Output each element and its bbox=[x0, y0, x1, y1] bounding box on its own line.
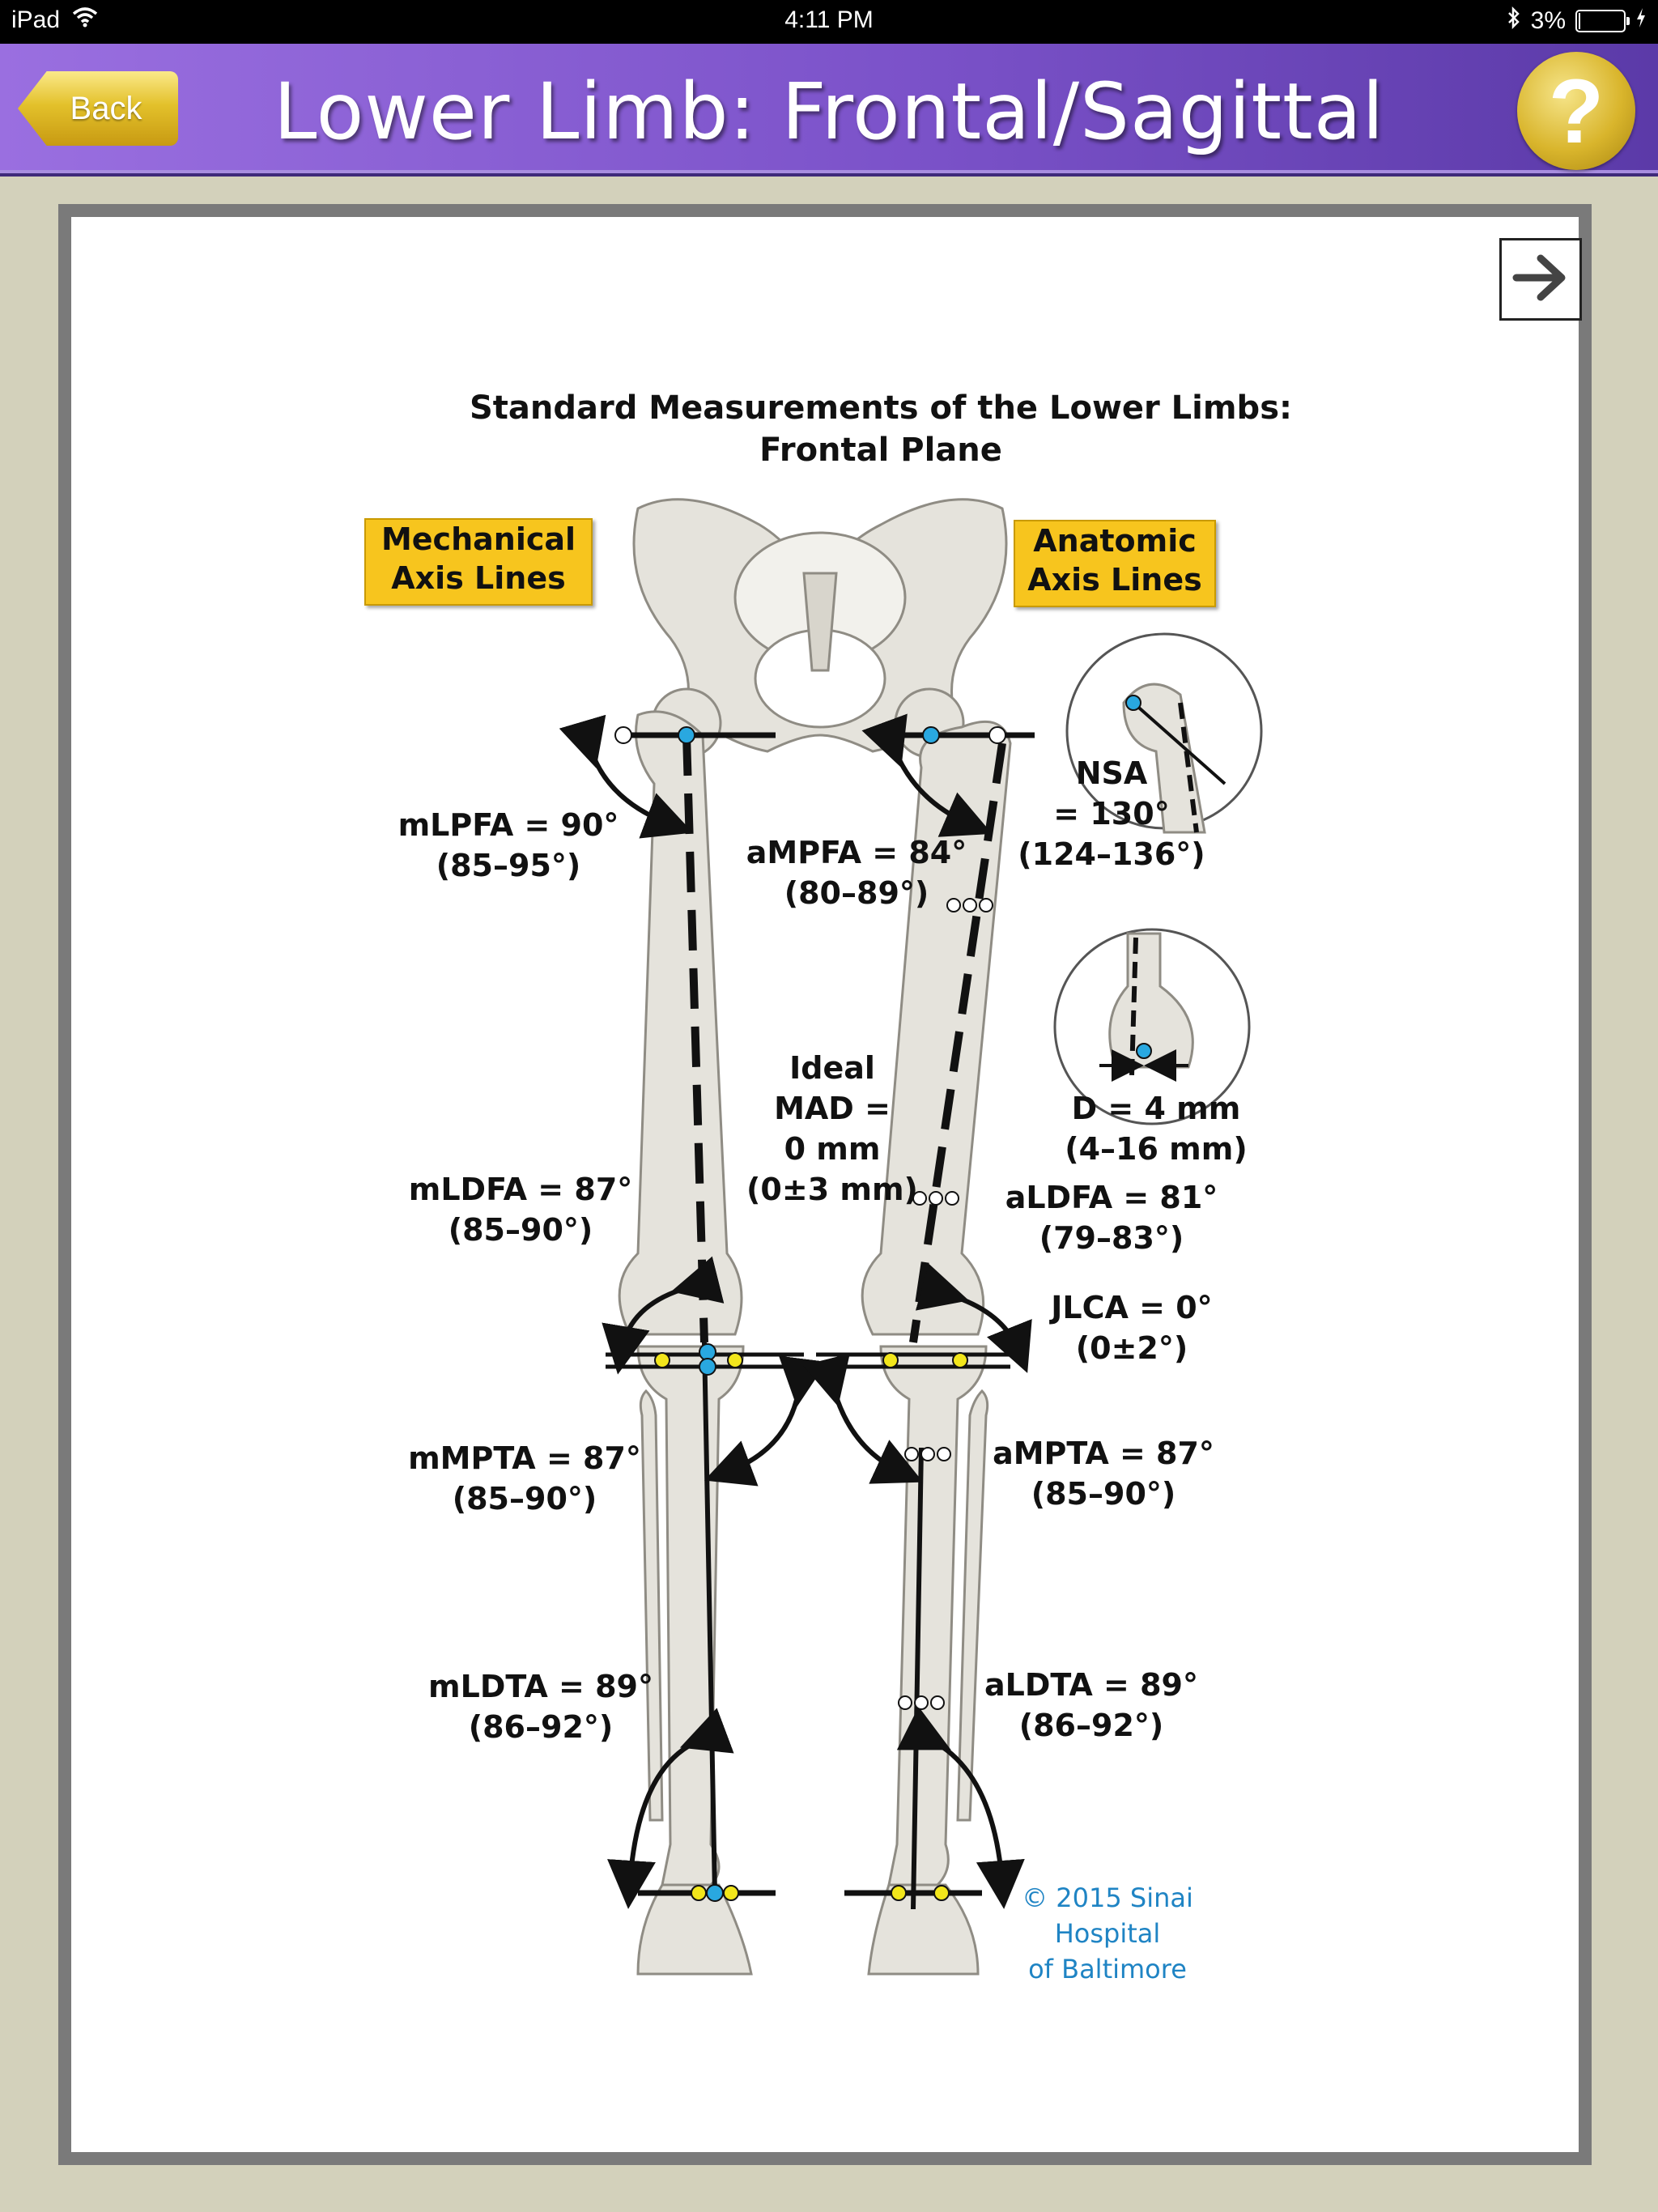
question-mark-icon: ? bbox=[1548, 60, 1605, 162]
status-right: 3% bbox=[1507, 6, 1647, 36]
charging-bolt-icon bbox=[1635, 7, 1647, 35]
status-time: 4:11 PM bbox=[784, 6, 874, 33]
wifi-icon bbox=[71, 6, 99, 34]
axis-points bbox=[614, 726, 1006, 1902]
battery-icon bbox=[1575, 10, 1630, 32]
anatomic-axis-label: Anatomic Axis Lines bbox=[1014, 520, 1216, 607]
status-bar: iPad 4:11 PM 3% bbox=[0, 0, 1658, 44]
lower-limb-diagram bbox=[559, 498, 1263, 1976]
arrow-right-icon bbox=[1511, 252, 1570, 307]
figure-panel: Standard Measurements of the Lower Limbs… bbox=[71, 217, 1582, 2152]
angle-arcs bbox=[559, 713, 1032, 1909]
figure-title: Standard Measurements of the Lower Limbs… bbox=[371, 387, 1391, 471]
nsa-inset bbox=[1065, 632, 1263, 834]
right-tibia-fibula bbox=[879, 1345, 989, 1887]
mad-annotation: Ideal MAD = 0 mm (0±3 mm) bbox=[746, 1050, 918, 1207]
mldta-annotation: mLDTA = 89° (86–92°) bbox=[428, 1669, 653, 1745]
help-button[interactable]: ? bbox=[1517, 52, 1635, 170]
back-button[interactable]: Back bbox=[18, 71, 178, 146]
d-offset-inset bbox=[1053, 928, 1251, 1125]
battery-percent: 3% bbox=[1530, 7, 1566, 34]
ampta-annotation: aMPTA = 87° (85–90°) bbox=[993, 1436, 1214, 1512]
left-tibia-fibula bbox=[636, 1345, 745, 1887]
pelvis-bone bbox=[632, 498, 1008, 753]
status-left: iPad bbox=[11, 6, 99, 34]
next-button[interactable] bbox=[1499, 238, 1582, 321]
page-title: Lower Limb: Frontal/Sagittal bbox=[273, 66, 1385, 157]
feet-bones bbox=[636, 1883, 980, 1976]
bluetooth-icon bbox=[1507, 6, 1521, 36]
d-annotation: D = 4 mm (4–16 mm) bbox=[1065, 1091, 1248, 1167]
nav-header: Back Lower Limb: Frontal/Sagittal ? bbox=[0, 44, 1658, 177]
figure-title-line2: Frontal Plane bbox=[759, 432, 1002, 469]
mmpta-annotation: mMPTA = 87° (85–90°) bbox=[408, 1440, 641, 1516]
ampfa-annotation: aMPFA = 84° (80–89°) bbox=[746, 835, 967, 911]
mechanical-axis-label: Mechanical Axis Lines bbox=[364, 518, 593, 606]
aldfa-annotation: aLDFA = 81° (79–83°) bbox=[1005, 1180, 1218, 1256]
copyright-text: © 2015 Sinai Hospital of Baltimore bbox=[1022, 1882, 1193, 1984]
content-frame: Standard Measurements of the Lower Limbs… bbox=[58, 204, 1592, 2165]
jlca-annotation: JLCA = 0° (0±2°) bbox=[1051, 1290, 1213, 1366]
device-name: iPad bbox=[11, 6, 61, 33]
mldfa-annotation: mLDFA = 87° (85–90°) bbox=[408, 1172, 633, 1248]
mlpfa-annotation: mLPFA = 90° (85–95°) bbox=[397, 807, 619, 883]
aldta-annotation: aLDTA = 89° (86–92°) bbox=[984, 1667, 1198, 1743]
figure-title-line1: Standard Measurements of the Lower Limbs… bbox=[470, 389, 1292, 427]
nsa-annotation: NSA = 130° (124–136°) bbox=[1018, 755, 1205, 872]
right-femur bbox=[861, 687, 1012, 1336]
